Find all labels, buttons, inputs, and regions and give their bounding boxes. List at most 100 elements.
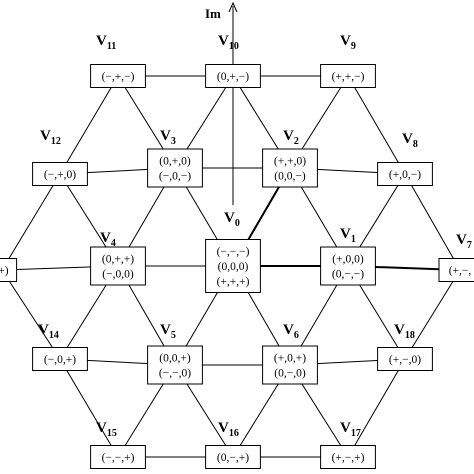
switching-state-text: (0,−,+): [217, 452, 249, 464]
vertex-label-subscript: 9: [351, 41, 356, 52]
edge-v7-v18: [404, 269, 461, 360]
vertex-box: [90, 445, 146, 469]
vertex-label: V16: [218, 420, 239, 439]
switching-state-text: (+,0,−): [389, 169, 421, 181]
vertex-v0: (−,−,−) (0,0,0) (+,+,+) V0: [205, 210, 261, 293]
vertex-box: [0, 258, 18, 282]
edge-v18-v17: [347, 358, 406, 458]
vertex-v1: (+,0,0)(0,−,−)V1: [320, 226, 376, 286]
vertex-box: [262, 148, 318, 188]
vertex-label: V11: [96, 33, 116, 52]
vertex-label-subscript: 3: [171, 136, 176, 147]
vertex-label-subscript: 4: [111, 238, 116, 249]
vertex-label-subscript: 2: [294, 136, 299, 147]
vertex-box: [90, 64, 146, 88]
vertex-label: V10: [218, 33, 239, 52]
vertex-box: [377, 162, 433, 186]
switching-state-text: (+,+,0): [274, 156, 306, 168]
switching-state-text: (−,0,0): [102, 269, 134, 281]
switching-state-text: ,+): [0, 265, 9, 277]
vertex-v10: (0,+,−)V10: [205, 33, 261, 88]
vertex-v7: (+,−, V7: [438, 232, 474, 282]
switching-state-text: (0,+,+): [102, 254, 134, 266]
vertex-label-main: V: [283, 322, 294, 338]
vertex-label-subscript: 5: [171, 330, 176, 341]
vertex-label-subscript: 6: [294, 330, 299, 341]
switching-state-text: (+,+,+): [217, 276, 250, 288]
switching-state-text: (−,+,−): [102, 71, 135, 83]
vertex-label-main: V: [456, 232, 467, 248]
switching-state-text: (0,0,+): [159, 353, 191, 365]
vector-nodes: (−,−,−)(0,0,0)(+,+,+)V0(+,0,0)(0,−,−)V1(…: [0, 33, 474, 469]
vertex-label-main: V: [218, 33, 229, 49]
vertex-label-subscript: 17: [351, 428, 361, 439]
switching-state-text: (+,−,+): [332, 452, 365, 464]
vertex-label: V7: [456, 232, 472, 251]
edge-v14-v15: [59, 358, 119, 458]
vertex-label-main: V: [100, 230, 111, 246]
switching-state-text: (+,−,: [449, 265, 472, 277]
vertex-v4: (0,+,+) (−,0,0) V4: [90, 230, 146, 286]
switching-state-text: (0,0,0): [218, 261, 249, 273]
vertex-label-subscript: 16: [229, 428, 239, 439]
vertex-label: V0: [224, 210, 240, 229]
vertex-label-main: V: [40, 128, 51, 144]
vertex-label-main: V: [283, 128, 294, 144]
switching-state-text: (+,−,0): [389, 354, 421, 366]
vertex-box: [205, 239, 261, 293]
edge-v9-v8: [347, 75, 406, 175]
vertex-v14: (−,0,+)V14: [32, 322, 88, 371]
switching-state-text: (+,0,+): [274, 353, 306, 365]
edge-v12-v13: [1, 173, 61, 271]
vertex-label: V1: [340, 226, 356, 245]
vertex-label-main: V: [340, 420, 351, 436]
vertex-v12: (−,+,0) V12: [32, 128, 88, 186]
vertex-box: [147, 148, 203, 188]
vertex-v2: (+,+,0) (0,0,−) V2: [262, 128, 318, 188]
switching-state-text: (−,−,+): [102, 452, 135, 464]
switching-state-text: (0,0,−): [274, 171, 306, 183]
switching-state-text: (−,0,+): [44, 354, 76, 366]
vertex-v15: (−,−,+) V15: [90, 420, 146, 469]
vertex-label: V3: [160, 128, 176, 147]
switching-state-text: (−,+,0): [44, 169, 76, 181]
vertex-label-main: V: [394, 322, 405, 338]
vertex-label-subscript: 12: [51, 136, 61, 147]
vertex-label: V12: [40, 128, 61, 147]
im-axis-label: Im: [205, 6, 221, 21]
vertex-label-main: V: [224, 210, 235, 226]
vertex-v5: (0,0,+)(−,−,0)V5: [147, 322, 203, 385]
vertex-label-main: V: [340, 226, 351, 242]
switching-state-text: (0,−,0): [274, 368, 306, 380]
vertex-v17: (+,−,+) V17: [320, 420, 376, 469]
vertex-label-main: V: [160, 322, 171, 338]
vertex-label: V6: [283, 322, 299, 341]
vertex-label-subscript: 10: [229, 41, 239, 52]
vertex-label-main: V: [96, 33, 107, 49]
switching-state-text: (−,0,−): [159, 171, 191, 183]
switching-state-text: (0,+,0): [159, 156, 191, 168]
vertex-box: [377, 347, 433, 371]
vertex-box: [320, 246, 376, 286]
vertex-label-subscript: 18: [405, 330, 415, 341]
vertex-label-subscript: 14: [49, 330, 59, 341]
switching-state-text: (+,+,−): [332, 71, 365, 83]
switching-state-text: (0,−,−): [332, 269, 364, 281]
vertex-label-subscript: 7: [467, 240, 472, 251]
vertex-label: V8: [402, 131, 418, 150]
vertex-label: V4: [100, 230, 116, 249]
vertex-label-subscript: 15: [107, 428, 117, 439]
vertex-label-main: V: [218, 420, 229, 436]
vertex-v18: (+,−,0) V18: [377, 322, 433, 371]
vertex-box: [90, 246, 146, 286]
edge-v13-v14: [1, 269, 61, 360]
switching-state-text: (−,−,−): [217, 246, 250, 258]
vertex-label-main: V: [96, 420, 107, 436]
vertex-label-subscript: 11: [107, 41, 116, 52]
im-axis-arrowhead: [228, 1, 238, 13]
vertex-box: [205, 445, 261, 469]
vertex-label-subscript: 1: [351, 234, 356, 245]
edge-v11-v12: [59, 75, 119, 175]
vertex-v3: (0,+,0) (−,0,−) V3: [147, 128, 203, 188]
